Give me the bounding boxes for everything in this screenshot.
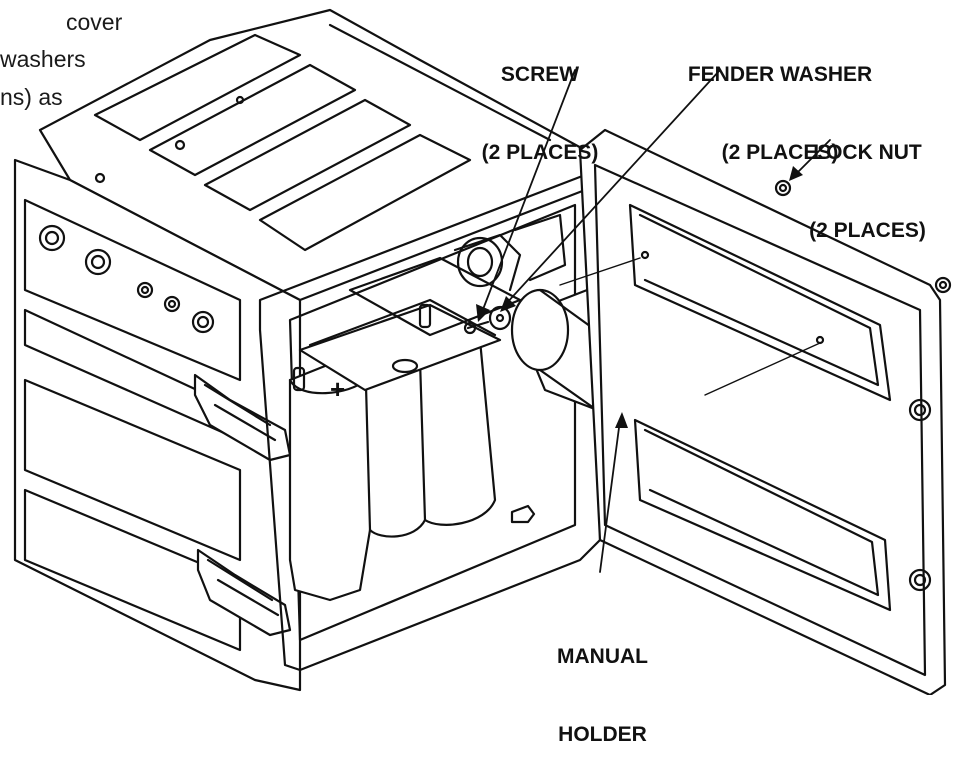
fender-washer-label: FENDER WASHER xyxy=(687,63,873,86)
lock-nut-label: LOCK NUT xyxy=(813,141,922,164)
fender-washer-callout: FENDER WASHER (2 PLACES) xyxy=(665,10,895,192)
leader-lines xyxy=(481,69,831,573)
enclosure-drawing: + xyxy=(13,8,952,695)
battery-polarity-mark: + xyxy=(330,374,345,404)
lock-nut-qty-label: (2 PLACES) xyxy=(809,219,926,242)
screw-qty-label: (2 PLACES) xyxy=(481,141,599,164)
intro-text-line-3: ns) as xyxy=(0,84,63,110)
screw-callout: SCREW (2 PLACES) xyxy=(465,10,615,192)
screw-and-washer xyxy=(463,305,512,335)
batteries xyxy=(288,298,536,602)
manual-holder-label-2: HOLDER xyxy=(558,723,647,746)
internal-mechanism xyxy=(348,213,567,337)
intro-text-line-2: washers xyxy=(0,46,86,72)
enclosure-door xyxy=(559,128,947,695)
intro-text-line-1: cover xyxy=(66,9,123,35)
screw-label: SCREW xyxy=(500,63,580,86)
manual-holder-callout: MANUAL HOLDER xyxy=(540,592,665,774)
assembly-diagram: + cover washers ns) as SCREW (2 PLACES) … xyxy=(0,8,952,746)
enclosure-body xyxy=(13,8,602,692)
lock-nuts xyxy=(774,179,952,294)
lock-nut-callout: LOCK NUT (2 PLACES) xyxy=(790,88,945,270)
manual-holder-label: MANUAL xyxy=(557,645,648,668)
fender-washer-qty-label: (2 PLACES) xyxy=(721,141,839,164)
